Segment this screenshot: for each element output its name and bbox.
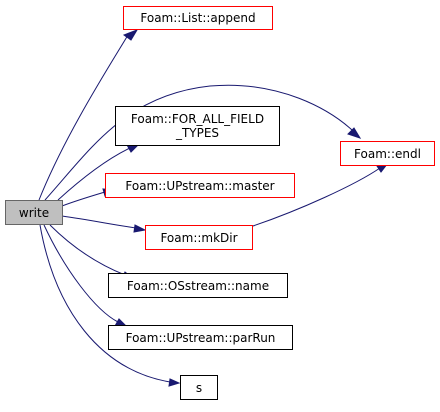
node-write: write [5, 200, 63, 225]
node-foam-upstream-parrun[interactable]: Foam::UPstream::parRun [108, 325, 293, 350]
node-foam-for-all-field-types-line2: _TYPES [175, 126, 220, 140]
node-foam-osstream-name[interactable]: Foam::OSstream::name [108, 273, 288, 298]
node-foam-upstream-master-label: Foam::UPstream::master [125, 178, 275, 193]
node-foam-for-all-field-types[interactable]: Foam::FOR_ALL_FIELD _TYPES [115, 106, 280, 146]
node-foam-endl[interactable]: Foam::endl [340, 141, 435, 166]
node-foam-list-append-label: Foam::List::append [140, 11, 256, 25]
edge-write-append [38, 29, 139, 201]
edge-write-name [49, 224, 136, 280]
edge-write-s [39, 224, 181, 387]
node-foam-upstream-parrun-label: Foam::UPstream::parRun [125, 330, 276, 345]
edge-write-mkdir [61, 215, 147, 233]
node-foam-mkdir[interactable]: Foam::mkDir [145, 225, 253, 250]
edge-write-endl [44, 84, 362, 201]
node-foam-list-append[interactable]: Foam::List::append [123, 6, 273, 30]
node-foam-endl-label: Foam::endl [354, 146, 421, 161]
node-foam-for-all-field-types-line1: Foam::FOR_ALL_FIELD [130, 112, 265, 126]
node-foam-upstream-master[interactable]: Foam::UPstream::master [105, 173, 295, 198]
node-s[interactable]: s [180, 375, 218, 400]
node-foam-mkdir-label: Foam::mkDir [160, 230, 238, 245]
node-s-label: s [195, 380, 203, 395]
node-foam-osstream-name-label: Foam::OSstream::name [126, 278, 270, 293]
node-write-label: write [18, 205, 50, 220]
